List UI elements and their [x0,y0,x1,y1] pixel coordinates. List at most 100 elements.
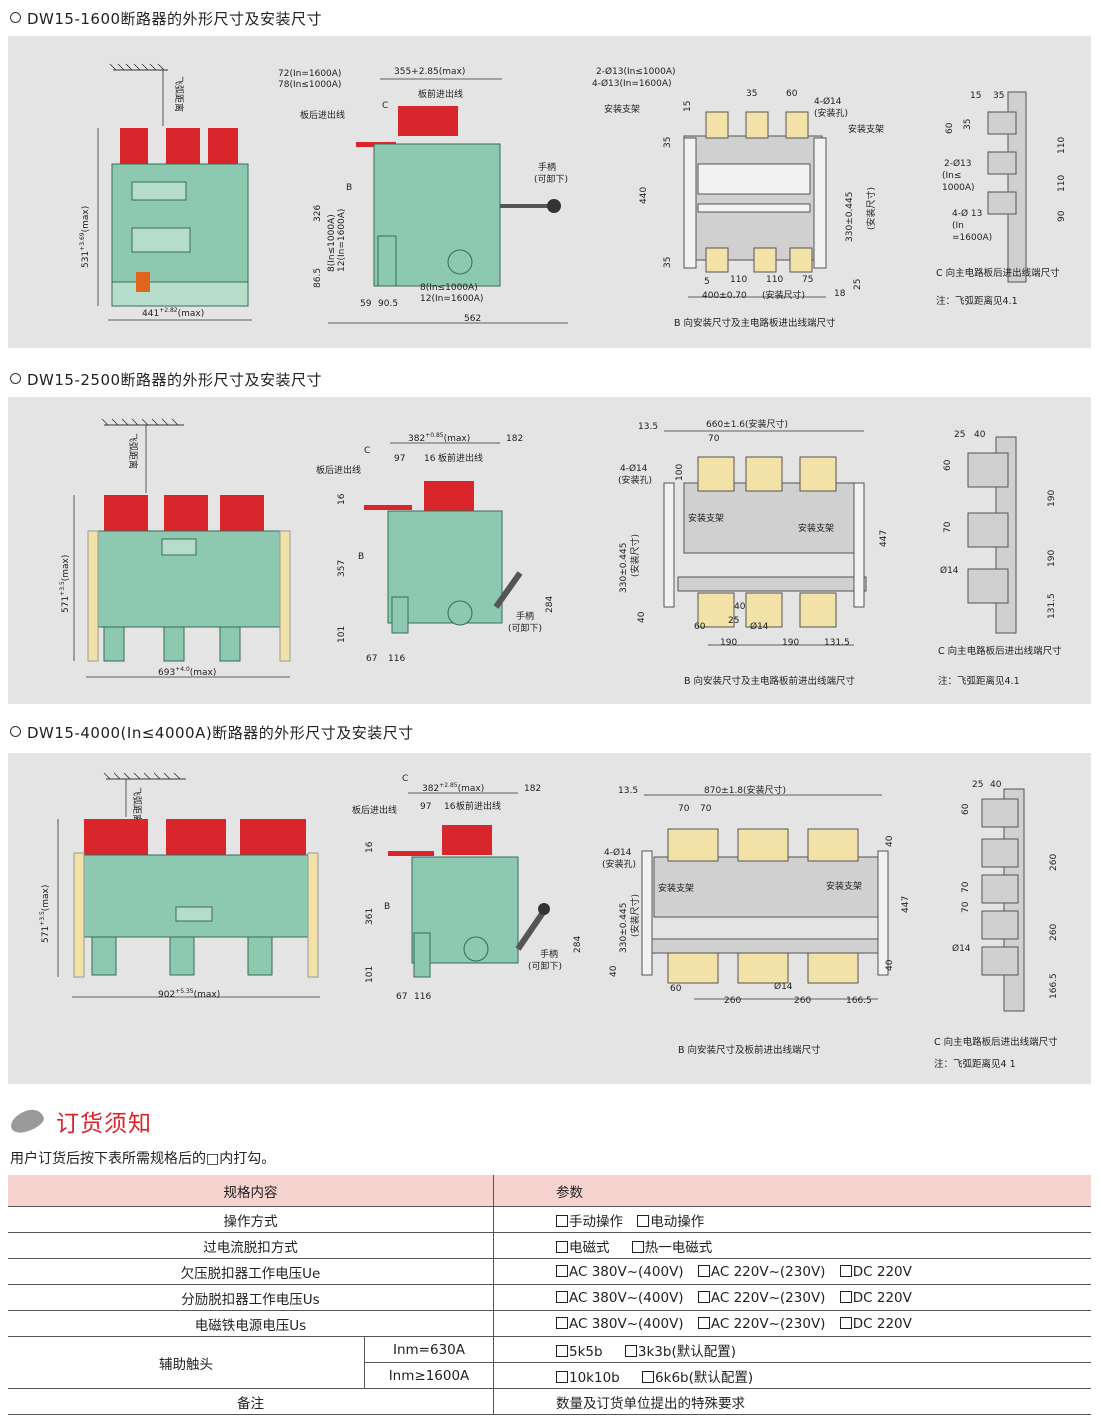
side-dim-label: 382+0.85(max) [408,432,470,444]
hole-label: (安装孔) [814,107,848,119]
checkbox[interactable] [556,1316,568,1329]
hole-label: (安装孔) [602,858,636,870]
table-header-row: 规格内容 参数 [8,1175,1091,1207]
b-dim-label: 447 [901,896,911,913]
c-hole-label: 1000A) [942,183,975,193]
side-view-1600: 72(In=1600A) 78(In≤1000A) 355+2.85(max) … [278,67,568,324]
hole-label: 4-Ø14 [604,847,632,858]
c-dim-label: 110 [1057,175,1067,192]
side-dim-label: 357 [337,560,347,577]
arc-distance-label: 飞弧距离 [127,433,139,469]
b-dim-label: 166.5 [846,996,872,1006]
b-dim-label: 447 [879,530,889,547]
checkbox[interactable] [556,1370,568,1383]
b-view-caption: B 向安装尺寸及板前进出线端尺寸 [678,1044,821,1056]
b-dim-label: 330±0.445 [845,192,855,242]
hole-label: (安装孔) [618,474,652,486]
table-row: 操作方式 手动操作 电动操作 [8,1206,1091,1233]
order-spec-table: 规格内容 参数 操作方式 手动操作 电动操作 过电流脱扣方式 电磁式 热一电磁式… [8,1175,1091,1415]
row-sublabel: Inm≥1600A [364,1362,494,1389]
checkbox[interactable] [556,1214,568,1227]
side-dim-label: 67 [396,992,407,1002]
drawing-panel-1600: 飞弧距离 531+3.69(max) 441+2.82(max) 72(In=1… [8,36,1091,348]
b-dim-label: 60 [694,622,706,632]
side-dim-label: 16 [444,802,456,812]
view-arrow-label: C [402,774,408,784]
b-dim-label: 660±1.6(安装尺寸) [706,418,788,430]
rear-wiring-label: 板后进出线 [352,804,397,816]
b-dim-label: 40 [734,602,746,612]
side-dim-label: 101 [365,966,375,983]
view-arrow-label: C [382,101,388,111]
c-dim-label: 40 [974,430,986,440]
b-dim-label: (安装尺寸) [629,534,641,577]
checkbox[interactable] [556,1264,568,1277]
c-view-2500: 25 40 60 70 Ø14 190 190 131.5 C 向主电路板后进出… [938,430,1062,687]
b-dim-label: 25 [853,279,863,290]
c-dim-label: 70 [961,881,971,893]
arc-note: 注：飞弧距离见4 1 [934,1058,1016,1070]
b-dim-label: 400±0.70 [702,291,747,301]
side-dim-label: 8(In≤1000A) [420,283,478,293]
checkbox[interactable] [631,1240,644,1253]
row-options: 手动操作 电动操作 [493,1206,1091,1233]
front-width-label: 441+2.82(max) [142,307,204,319]
c-view-1600: 15 35 60 35 2-Ø13 (In≤ 1000A) 4-Ø 13 (In… [936,91,1067,307]
row-label: 操作方式 [8,1206,494,1233]
checkbox[interactable] [556,1344,568,1357]
side-dim-label: 78(In≤1000A) [278,80,341,90]
drawing-2500: 飞弧距离 571+3.5(max) 693+4.0(max) C 382+0.8… [59,418,1062,687]
view-arrow-label: B [358,552,364,562]
checkbox[interactable] [839,1290,852,1303]
side-dim-label: 182 [506,434,523,444]
b-view-caption: B 向安装尺寸及主电路板前进出线端尺寸 [684,675,856,687]
b-dim-label: 60 [670,984,682,994]
section-title-2500: DW15-2500断路器的外形尺寸及安装尺寸 [10,369,322,390]
row-options: AC 380V~(400V) AC 220V~(230V) DC 220V [493,1258,1091,1285]
c-dim-label: 35 [993,91,1004,101]
section-title-4000: DW15-4000(In≤4000A)断路器的外形尺寸及安装尺寸 [10,722,414,743]
checkbox[interactable] [642,1370,655,1383]
checkbox[interactable] [556,1290,568,1303]
c-view-caption: C 向主电路板后进出线端尺寸 [938,645,1062,657]
front-view-1600: 飞弧距离 531+3.69(max) 441+2.82(max) [79,63,252,321]
checkbox[interactable] [697,1290,710,1303]
c-hole-label: (In≤ [942,171,961,181]
c-view-caption: C 向主电路板后进出线端尺寸 [934,1036,1058,1048]
checkbox[interactable] [839,1264,852,1277]
checkbox[interactable] [637,1214,650,1227]
side-dim-label: 116 [414,992,431,1002]
drawing-1600: 飞弧距离 531+3.69(max) 441+2.82(max) 72(In=1… [79,63,1067,329]
checkbox[interactable] [624,1344,637,1357]
b-dim-label: 15 [683,101,693,112]
side-dim-label: 8(In≤1000A) [327,214,337,272]
row-label: 备注 [8,1388,494,1415]
header-spec: 规格内容 [8,1175,494,1207]
table-row: Inm≥1600A 10k10b 6k6b(默认配置) [8,1362,1091,1389]
checkbox[interactable] [697,1316,710,1329]
row-label: 过电流脱扣方式 [8,1232,494,1259]
front-wiring-label: 板前进出线 [418,88,463,100]
handle-label: (可卸下) [534,173,568,185]
checkbox[interactable] [697,1264,710,1277]
b-dim-label: 190 [720,638,737,648]
front-width-label: 693+4.0(max) [158,666,216,678]
c-dim-label: 70 [943,521,953,533]
c-hole-label: 4-Ø 13 [952,208,982,219]
checkbox[interactable] [839,1316,852,1329]
side-dim-label: 16 [424,454,436,464]
b-dim-label: (安装尺寸) [762,289,805,301]
side-view-2500: C 382+0.85(max) 182 板后进出线 97 16 板前进出线 16… [316,432,555,664]
row-options: 10k10b 6k6b(默认配置) [493,1362,1091,1389]
checkbox[interactable] [556,1240,568,1253]
b-view-4000: 13.5 870±1.8(安装尺寸) 70 70 40 4-Ø14 (安装孔) … [602,784,911,1056]
front-height-label: 571+3.5(max) [39,885,51,943]
b-view-caption: B 向安装尺寸及主电路板进出线端尺寸 [674,317,836,329]
header-param: 参数 [493,1175,1091,1207]
row-label: 欠压脱扣器工作电压Ue [8,1258,494,1285]
remark-value: 数量及订货单位提出的特殊要求 [493,1388,1091,1415]
side-dim-label: 67 [366,654,377,664]
c-dim-label: Ø14 [940,565,959,576]
order-intro: 用户订货后按下表所需规格后的□内打勾。 [10,1151,276,1167]
b-dim-label: 40 [885,959,895,971]
